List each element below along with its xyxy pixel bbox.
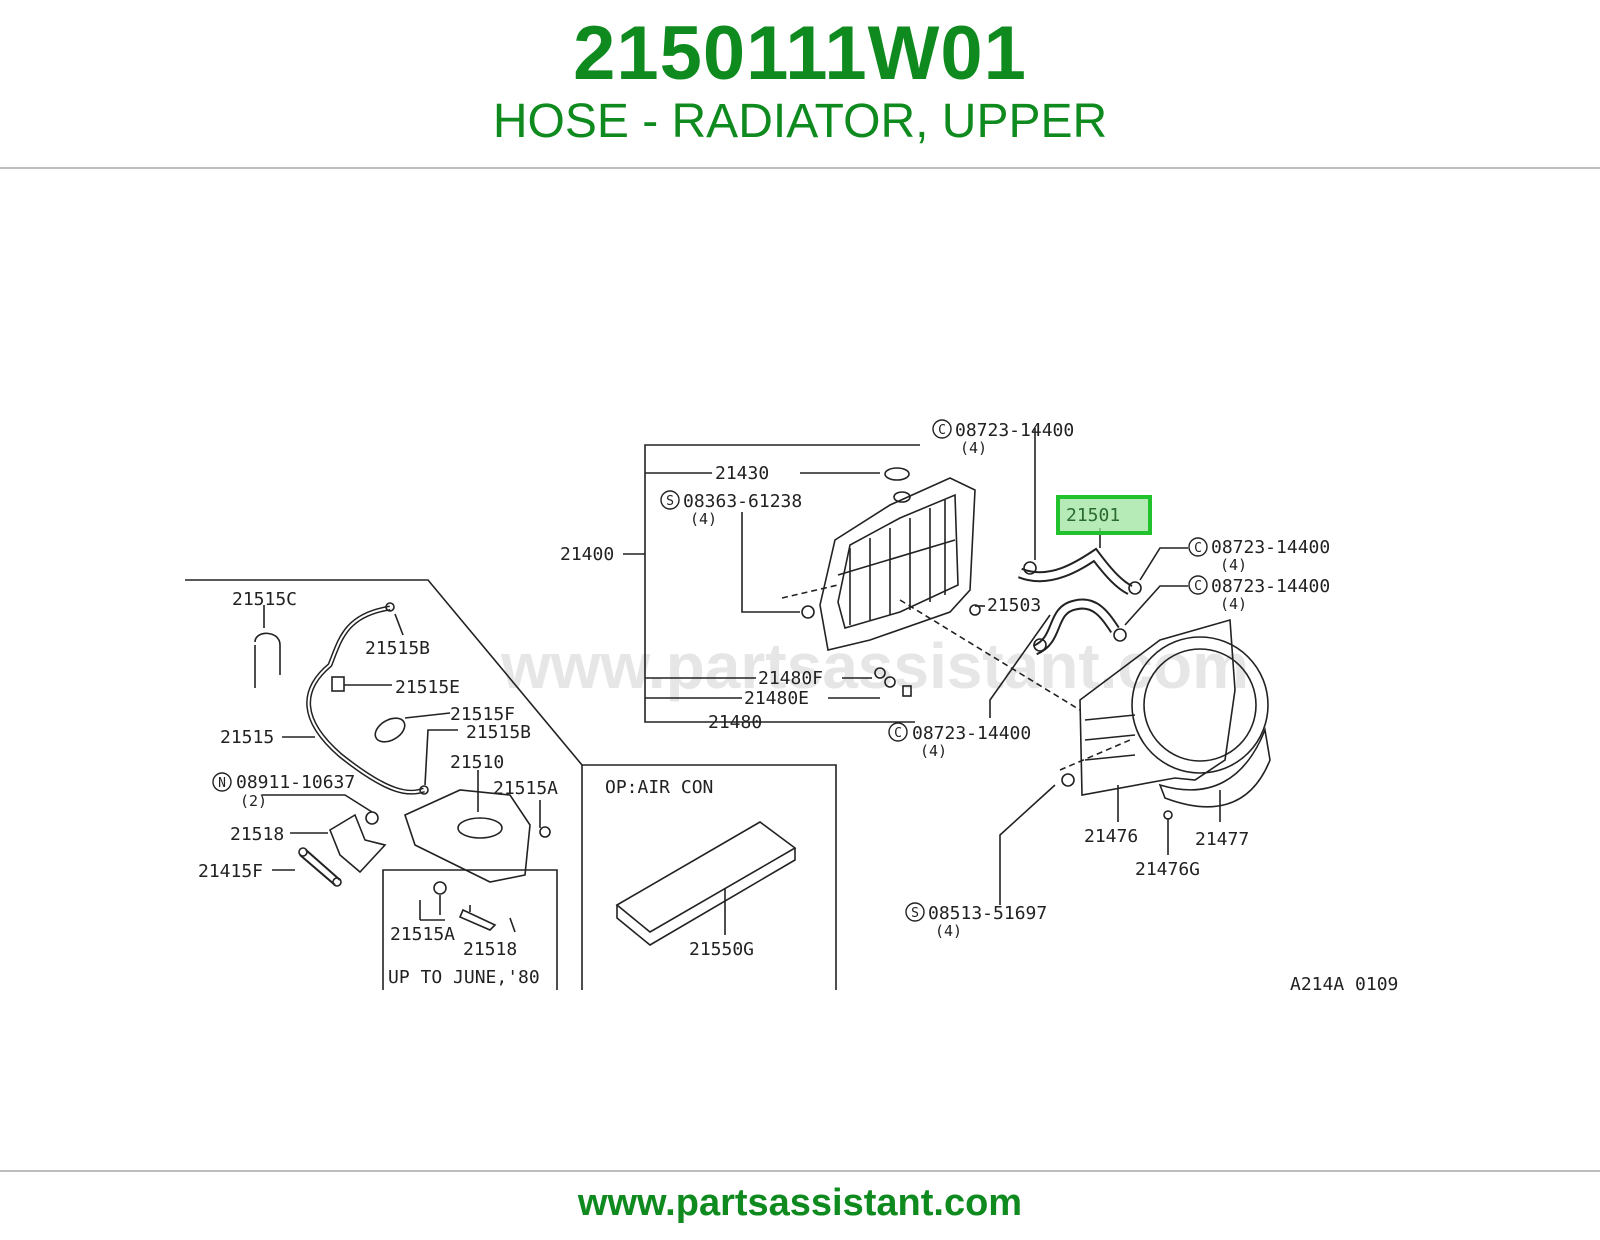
highlight-box-21501[interactable] [1056, 495, 1152, 535]
label-c3q: (4) [1220, 595, 1247, 613]
label-21515B[interactable]: 21515B [365, 638, 430, 659]
label-21515A[interactable]: 21515A [493, 778, 558, 799]
svg-text:S: S [666, 494, 674, 509]
label-c1[interactable]: 08723-14400 [955, 420, 1074, 441]
label-21501[interactable]: 21501 [1066, 505, 1120, 526]
drawing-code: A214A 0109 [1290, 974, 1398, 995]
label-21503[interactable]: 21503 [987, 595, 1041, 616]
label-21480F[interactable]: 21480F [758, 668, 823, 689]
label-21477[interactable]: 21477 [1195, 829, 1249, 850]
svg-text:C: C [938, 423, 946, 438]
svg-text:C: C [1194, 541, 1202, 556]
label-21550G[interactable]: 21550G [689, 939, 754, 960]
svg-text:C: C [1194, 579, 1202, 594]
label-21476[interactable]: 21476 [1084, 826, 1138, 847]
label-21515F[interactable]: 21515F [450, 704, 515, 725]
footer-website-link[interactable]: www.partsassistant.com [577, 1182, 1023, 1224]
label-21515E[interactable]: 21515E [395, 677, 460, 698]
label-21515[interactable]: 21515 [220, 727, 274, 748]
page-header: 2150111W01 HOSE - RADIATOR, UPPER [0, 0, 1600, 168]
label-up-to-june: UP TO JUNE,'80 [388, 967, 540, 988]
circled-markers [212, 419, 1208, 922]
label-21480[interactable]: 21480 [708, 712, 762, 733]
label-21510[interactable]: 21510 [450, 752, 504, 773]
label-21430[interactable]: 21430 [715, 463, 769, 484]
label-21476G[interactable]: 21476G [1135, 859, 1200, 880]
svg-text:C: C [894, 726, 902, 741]
label-c1q: (4) [960, 439, 987, 457]
label-n1q: (2) [240, 792, 267, 810]
label-21518-inset[interactable]: 21518 [463, 939, 517, 960]
label-s2[interactable]: 08513-51697 [928, 903, 1047, 924]
label-21515C[interactable]: 21515C [232, 589, 297, 610]
label-s1[interactable]: 08363-61238 [683, 491, 802, 512]
svg-text:N: N [218, 776, 226, 791]
label-s2q: (4) [935, 922, 962, 940]
watermark-text: www.partsassistant.com [500, 630, 1249, 702]
diagram-linework [185, 428, 1271, 990]
label-21518[interactable]: 21518 [230, 824, 284, 845]
label-c3[interactable]: 08723-14400 [1211, 576, 1330, 597]
svg-text:S: S [911, 906, 919, 921]
label-c4q: (4) [920, 742, 947, 760]
circled-marker-letters: C S C C C N S [218, 423, 1202, 921]
label-s1q: (4) [690, 510, 717, 528]
label-op-air-con: OP:AIR CON [605, 777, 713, 798]
label-21515B-lower[interactable]: 21515B [466, 722, 531, 743]
label-c2[interactable]: 08723-14400 [1211, 537, 1330, 558]
label-21515A-inset[interactable]: 21515A [390, 924, 455, 945]
part-name-subtitle: HOSE - RADIATOR, UPPER [492, 95, 1108, 148]
label-c2q: (4) [1220, 556, 1247, 574]
label-21415F[interactable]: 21415F [198, 861, 263, 882]
label-21480E[interactable]: 21480E [744, 688, 809, 709]
label-n1[interactable]: 08911-10637 [236, 772, 355, 793]
footer-divider [0, 1170, 1600, 1172]
header-divider [0, 167, 1600, 169]
label-c4[interactable]: 08723-14400 [912, 723, 1031, 744]
part-number-title: 2150111W01 [573, 11, 1027, 96]
label-21400[interactable]: 21400 [560, 544, 614, 565]
